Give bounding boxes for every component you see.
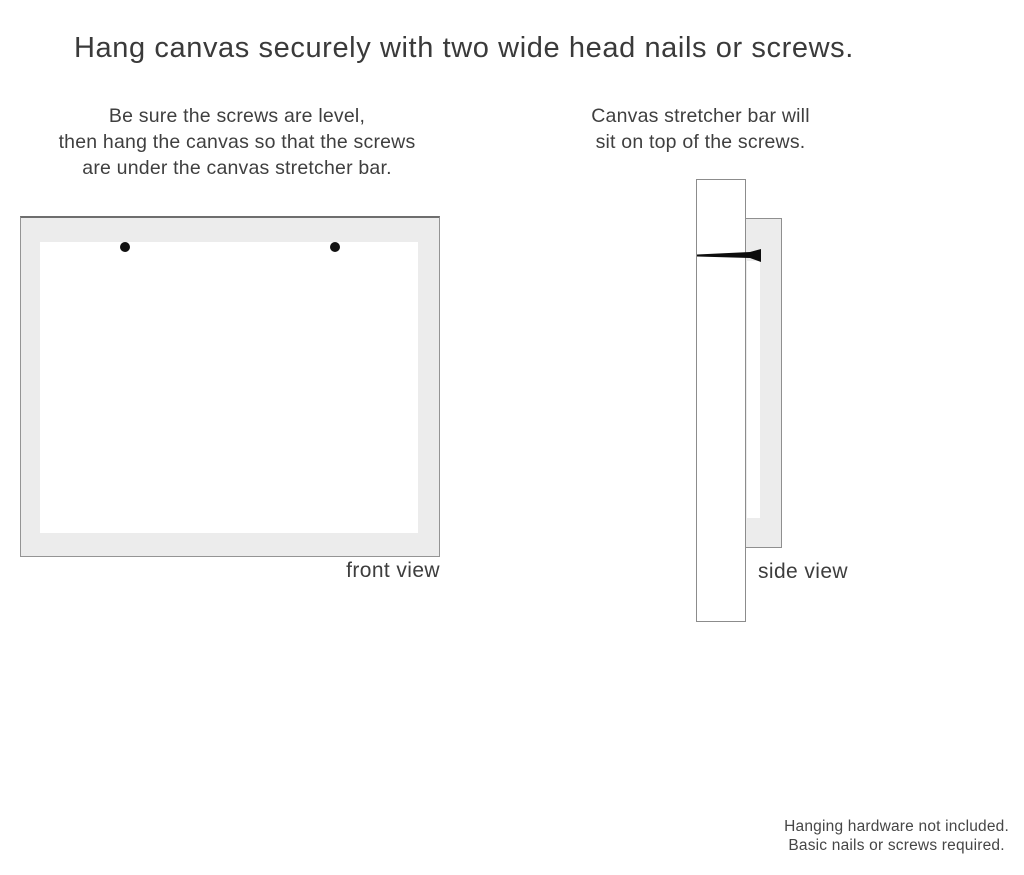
side-view-diagram <box>696 179 816 622</box>
nail-icon <box>697 249 761 262</box>
canvas-side-inner-face <box>747 261 760 518</box>
canvas-front-face <box>39 241 418 533</box>
front-view-diagram <box>20 216 440 557</box>
page-title: Hang canvas securely with two wide head … <box>74 32 854 65</box>
screw-right-icon <box>329 241 340 252</box>
instruction-side-view: Canvas stretcher bar will sit on top of … <box>591 105 810 153</box>
front-view-label: front view <box>346 559 440 582</box>
screw-left-icon <box>119 241 130 252</box>
instruction-front-view: Be sure the screws are level, then hang … <box>58 105 416 179</box>
hardware-note: Hanging hardware not included. Basic nai… <box>784 818 1009 854</box>
side-view-label: side view <box>758 560 848 583</box>
